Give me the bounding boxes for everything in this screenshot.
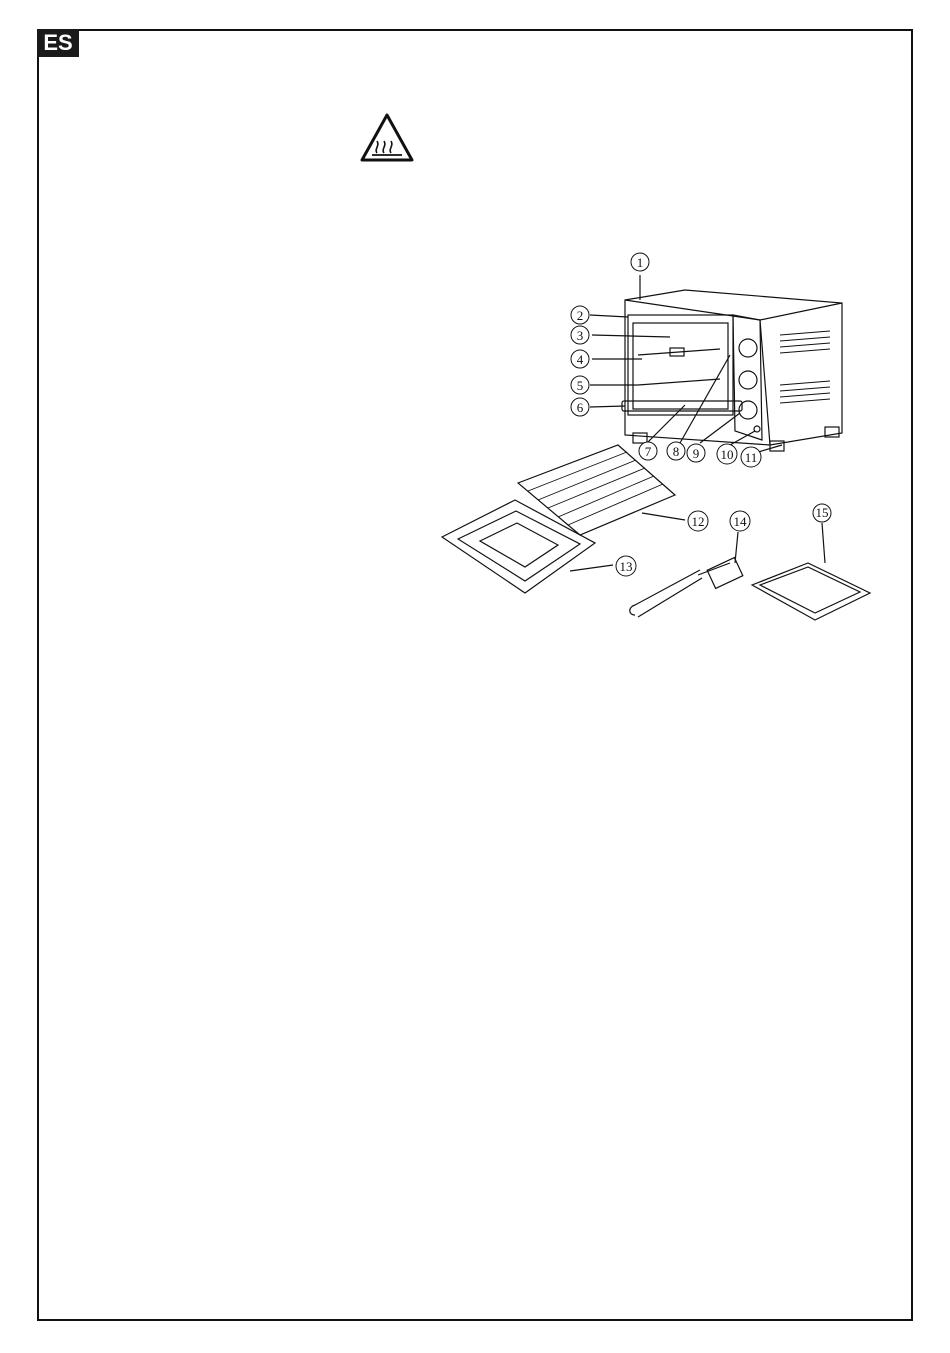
callout-5: 5 [571, 376, 589, 394]
oven-parts-diagram: 1 2 3 4 5 6 7 8 9 10 11 12 13 14 15 [430, 245, 890, 635]
svg-text:4: 4 [577, 352, 584, 367]
callout-4: 4 [571, 350, 589, 368]
callout-12: 12 [688, 511, 708, 531]
svg-text:15: 15 [816, 505, 829, 520]
language-badge: ES [37, 29, 79, 57]
callout-7: 7 [639, 442, 657, 460]
callout-3: 3 [571, 326, 589, 344]
hot-surface-warning-icon [360, 113, 414, 163]
svg-text:10: 10 [721, 447, 734, 462]
svg-text:1: 1 [637, 255, 644, 270]
svg-text:7: 7 [645, 444, 652, 459]
callout-6: 6 [571, 398, 589, 416]
callout-8: 8 [667, 442, 685, 460]
callout-9: 9 [687, 444, 705, 462]
svg-text:13: 13 [620, 559, 633, 574]
callout-13: 13 [616, 556, 636, 576]
svg-text:8: 8 [673, 444, 680, 459]
callout-1: 1 [631, 253, 649, 271]
svg-text:11: 11 [745, 450, 758, 465]
callout-10: 10 [717, 444, 737, 464]
callout-14: 14 [730, 511, 750, 531]
svg-text:12: 12 [692, 514, 705, 529]
callout-2: 2 [571, 306, 589, 324]
svg-text:6: 6 [577, 400, 584, 415]
callout-11: 11 [741, 447, 761, 467]
svg-text:14: 14 [734, 514, 748, 529]
svg-text:5: 5 [577, 378, 584, 393]
page-frame [37, 29, 913, 1321]
callout-15: 15 [813, 504, 831, 522]
svg-text:2: 2 [577, 308, 584, 323]
svg-text:3: 3 [577, 328, 584, 343]
svg-text:9: 9 [693, 446, 700, 461]
